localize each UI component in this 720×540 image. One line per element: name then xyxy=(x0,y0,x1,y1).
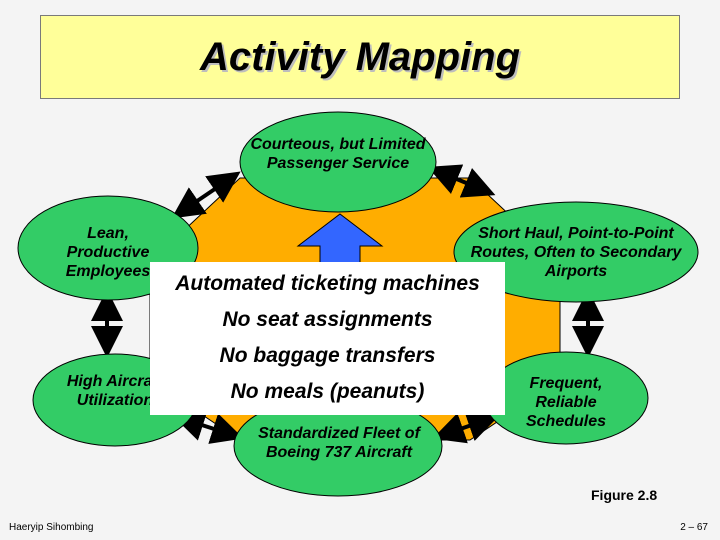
title-banner: Activity Mapping xyxy=(40,15,680,99)
overlay-list: Automated ticketing machines No seat ass… xyxy=(150,262,505,415)
connector-top-left xyxy=(171,171,241,219)
overlay-item: Automated ticketing machines xyxy=(175,272,480,295)
overlay-item: No seat assignments xyxy=(222,308,433,331)
node-bottom-left-label: High Aircraft Utilization xyxy=(66,373,164,409)
node-right-label: Short Haul, Point-to-Point Routes, Often… xyxy=(470,225,682,280)
overlay-item: No baggage transfers xyxy=(219,344,436,367)
page-title: Activity Mapping xyxy=(199,34,521,79)
figure-label: Figure 2.8 xyxy=(591,487,658,503)
node-left-label: Lean, Productive Employees xyxy=(65,225,151,280)
overlay-item: No meals (peanuts) xyxy=(230,380,425,403)
connector-bottom-left xyxy=(172,410,244,444)
node-top-label: Courteous, but Limited Passenger Service xyxy=(250,136,426,172)
node-right-ellipse xyxy=(453,201,699,303)
node-bottom-right-label: Frequent, Reliable Schedules xyxy=(525,375,607,430)
connector-top-right xyxy=(427,164,496,198)
connector-bottom-right xyxy=(432,410,500,444)
node-bottom-label: Standardized Fleet of Boeing 737 Aircraf… xyxy=(258,425,420,461)
node-top-ellipse xyxy=(239,111,437,213)
footer-author: Haeryip Sihombing xyxy=(9,522,94,533)
footer-page-number: 2 – 67 xyxy=(680,522,708,533)
